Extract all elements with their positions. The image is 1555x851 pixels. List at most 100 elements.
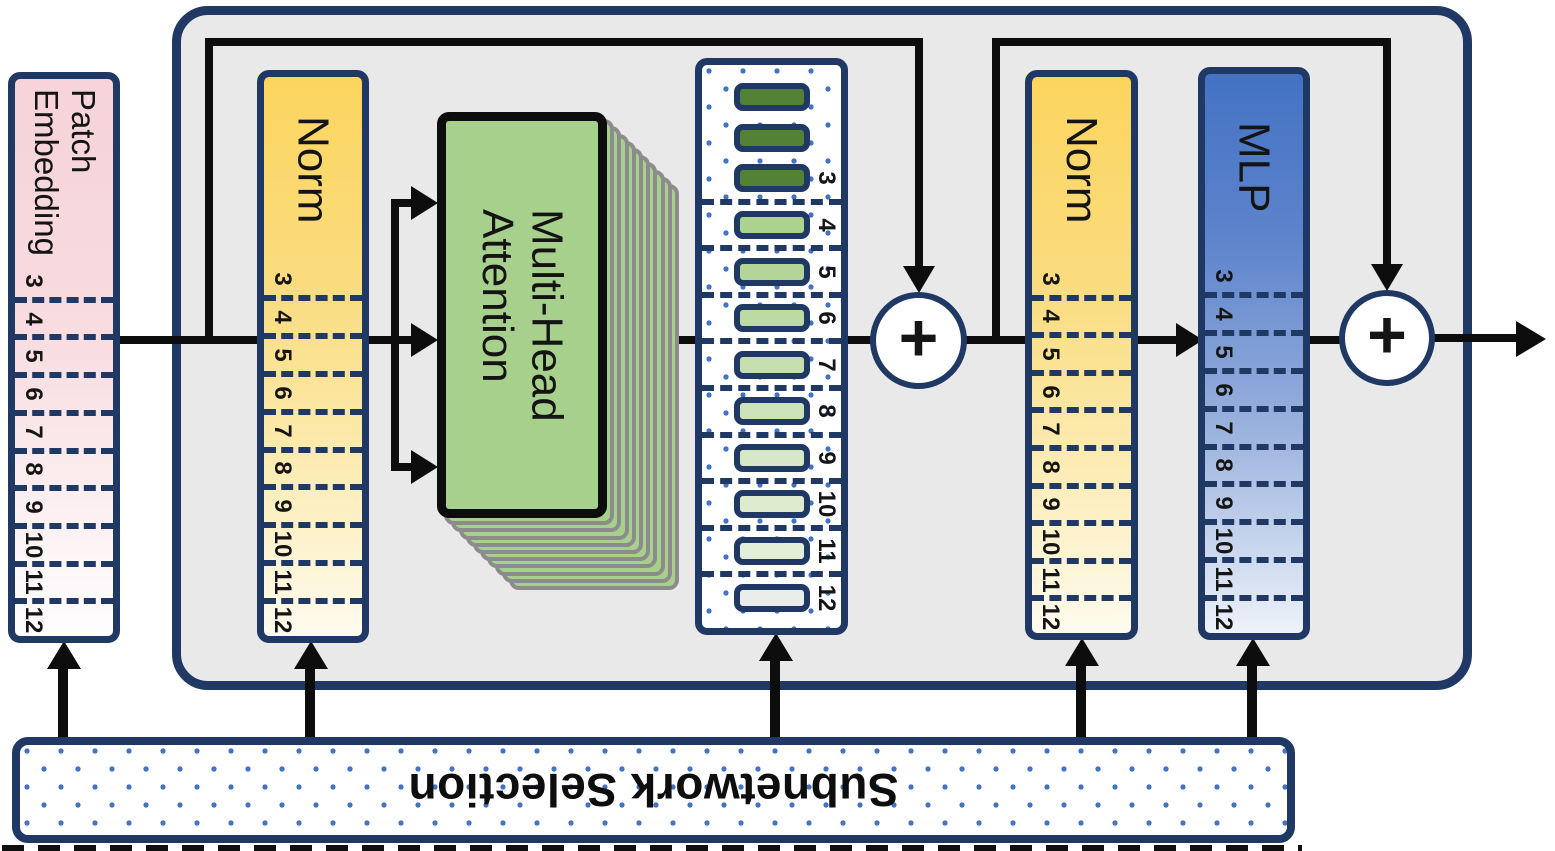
segment: 3 (1032, 263, 1131, 295)
attention-input-arrowhead-icon (411, 323, 438, 357)
selection-arrow-heads-shaft (770, 660, 780, 738)
segment-label: 5 (269, 348, 296, 362)
segment-label: 9 (20, 500, 47, 514)
mlp-title: MLP (1205, 74, 1303, 260)
head-row-label: 7 (813, 358, 840, 372)
segment: 8 (1032, 444, 1131, 483)
segment: 12 (1032, 595, 1131, 633)
head-bar (733, 123, 810, 152)
segment: 3 (15, 265, 113, 297)
segment-label: 10 (269, 530, 296, 558)
skip-connection-1-left (205, 42, 213, 340)
segment: 4 (264, 294, 362, 333)
skip-connection-1-right (915, 42, 923, 268)
segment: 8 (1205, 443, 1303, 482)
residual-add-2: + (1339, 290, 1435, 386)
segment: 12 (1205, 595, 1303, 633)
flow-line-mlp-to-add2 (1307, 336, 1342, 344)
head-bar (733, 257, 810, 286)
segment-label: 4 (1037, 309, 1064, 324)
qkv-top-arrowhead-icon (411, 186, 438, 220)
head-bar (733, 350, 810, 379)
head-bar (733, 164, 810, 193)
head-row-label: 8 (813, 404, 840, 419)
segment: 11 (15, 560, 113, 599)
segment-label: 9 (1210, 496, 1237, 511)
segment-label: 8 (20, 462, 47, 477)
flow-line-attention-to-heads (660, 336, 698, 344)
segment: 7 (15, 409, 113, 448)
head-row-label: 6 (813, 311, 840, 325)
attention-title-line2: Attention (473, 208, 522, 383)
segment: 8 (15, 447, 113, 486)
norm2-title-text: Norm (1057, 116, 1107, 224)
segment: 6 (1205, 367, 1303, 406)
segment-label: 8 (1210, 458, 1237, 473)
segment: 7 (1205, 405, 1303, 444)
segment: 9 (1205, 481, 1303, 519)
segment: 5 (1032, 332, 1131, 370)
flow-line-heads-to-add1 (845, 336, 875, 344)
segment: 6 (1032, 369, 1131, 408)
segment-label: 10 (20, 531, 47, 559)
head-bar (733, 397, 810, 426)
skip-connection-2-right (1383, 42, 1391, 266)
segment-label: 7 (1037, 422, 1064, 436)
segment-label: 12 (20, 606, 47, 634)
selection-arrow-mlp-shaft (1247, 665, 1257, 738)
segment: 8 (264, 446, 362, 485)
skip-connection-2-top (992, 38, 1391, 46)
output-line (1433, 334, 1518, 342)
segment-label: 5 (1037, 347, 1064, 361)
norm1-title: Norm (264, 77, 362, 263)
subnetwork-selection-bar: Subnetwork Selection (12, 737, 1295, 843)
plus-sign: + (1367, 297, 1407, 373)
segment-label: 10 (1037, 528, 1064, 556)
head-bar (733, 490, 810, 519)
bottom-dashed-line (2, 845, 1302, 851)
flow-line-add1-to-norm2 (964, 336, 1028, 344)
segment: 10 (1205, 519, 1303, 557)
head-row-label: 10 (813, 491, 840, 518)
segment: 5 (1205, 329, 1303, 368)
segment-label: 3 (20, 274, 47, 288)
segment: 7 (1032, 407, 1131, 445)
segment-label: 11 (20, 569, 47, 596)
segment-label: 10 (1210, 527, 1237, 555)
head-row-label: 3 (813, 171, 840, 186)
segment: 11 (1205, 557, 1303, 595)
segment: 7 (264, 408, 362, 447)
segment-label: 11 (269, 569, 296, 595)
head-row-label: 9 (813, 451, 840, 465)
segment: 10 (1032, 520, 1131, 558)
segment: 12 (15, 598, 113, 636)
segment: 4 (1032, 294, 1131, 333)
segment-label: 3 (269, 272, 296, 286)
qkv-bottom-arrowhead-icon (411, 450, 438, 484)
flow-line-norm2-to-mlp (1135, 336, 1177, 344)
selection-arrow-norm2-head-icon (1065, 638, 1099, 666)
skip-1-arrowhead-icon (903, 266, 935, 293)
segment-label: 9 (1037, 497, 1064, 512)
head-row: 9 (702, 431, 841, 479)
norm1-title-text: Norm (288, 116, 338, 224)
head-row: 12 (702, 571, 841, 618)
segment-label: 6 (269, 385, 296, 400)
head-row: 6 (702, 291, 841, 339)
head-row-label: 5 (813, 264, 840, 279)
segment: 12 (264, 598, 362, 636)
segment-label: 9 (269, 499, 296, 514)
selection-arrow-norm2-shaft (1076, 665, 1086, 738)
segment-label: 3 (1210, 269, 1237, 283)
segment-label: 4 (20, 311, 47, 326)
segment-label: 6 (1210, 382, 1237, 397)
selection-arrow-embed-shaft (58, 668, 68, 738)
